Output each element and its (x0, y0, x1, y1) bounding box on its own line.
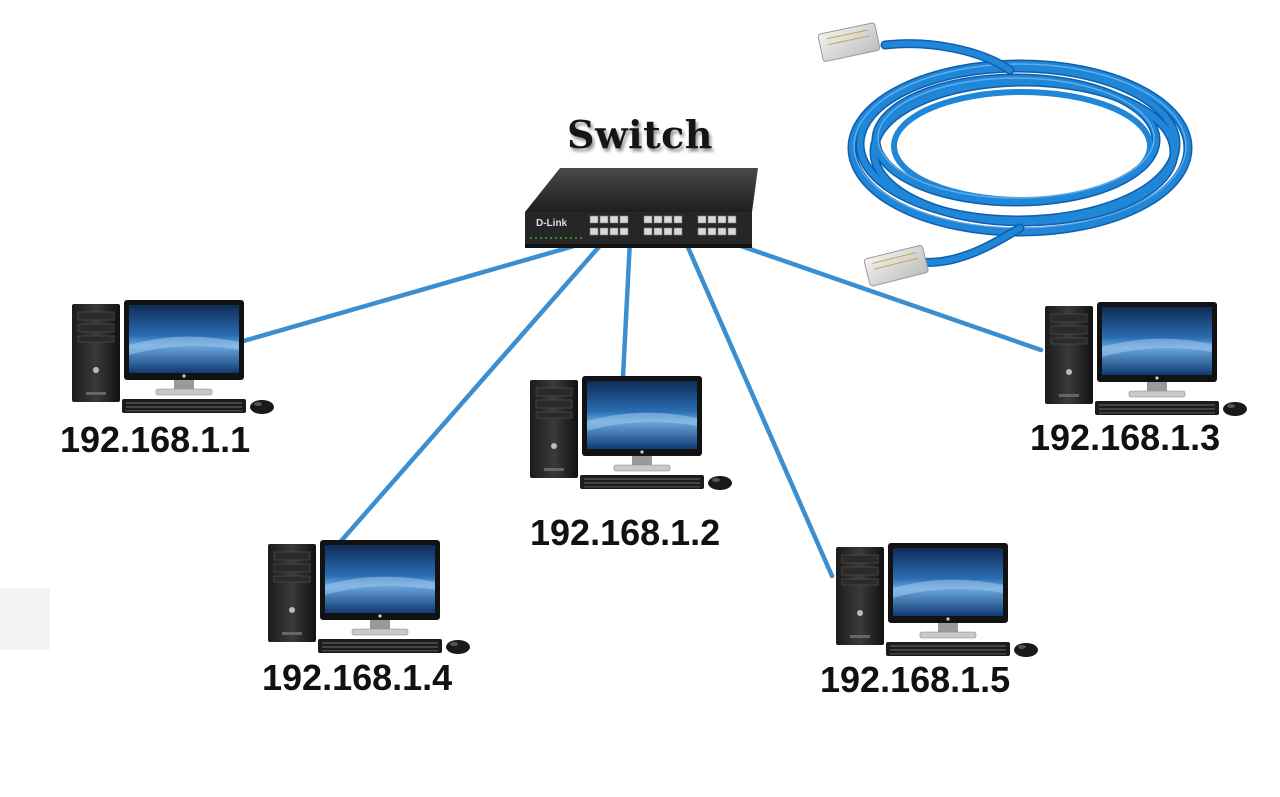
link-pc4 (332, 237, 608, 551)
ip-label-pc5: 192.168.1.5 (820, 659, 1011, 700)
ip-label-pc2: 192.168.1.2 (530, 512, 721, 553)
computer-pc3 (1044, 301, 1248, 417)
computer-pc2 (529, 375, 733, 491)
switch-brand: D-Link (536, 218, 568, 229)
ethernet-cable-icon (817, 22, 1193, 287)
switch-title: Switch (567, 112, 713, 157)
computer-pc5 (835, 542, 1039, 658)
ip-label-pc1: 192.168.1.1 (60, 419, 251, 460)
link-pc2 (620, 237, 633, 380)
link-pc5 (680, 233, 835, 579)
computer-pc4 (267, 539, 471, 655)
link-pc1 (237, 237, 598, 345)
link-pc3 (715, 235, 1044, 353)
ip-label-pc3: 192.168.1.3 (1030, 417, 1221, 458)
ip-label-pc4: 192.168.1.4 (262, 657, 453, 698)
network-switch-icon: D-Link (525, 168, 758, 248)
connection-links (237, 233, 1044, 579)
background-patch (0, 588, 50, 650)
computer-pc1 (71, 299, 275, 415)
